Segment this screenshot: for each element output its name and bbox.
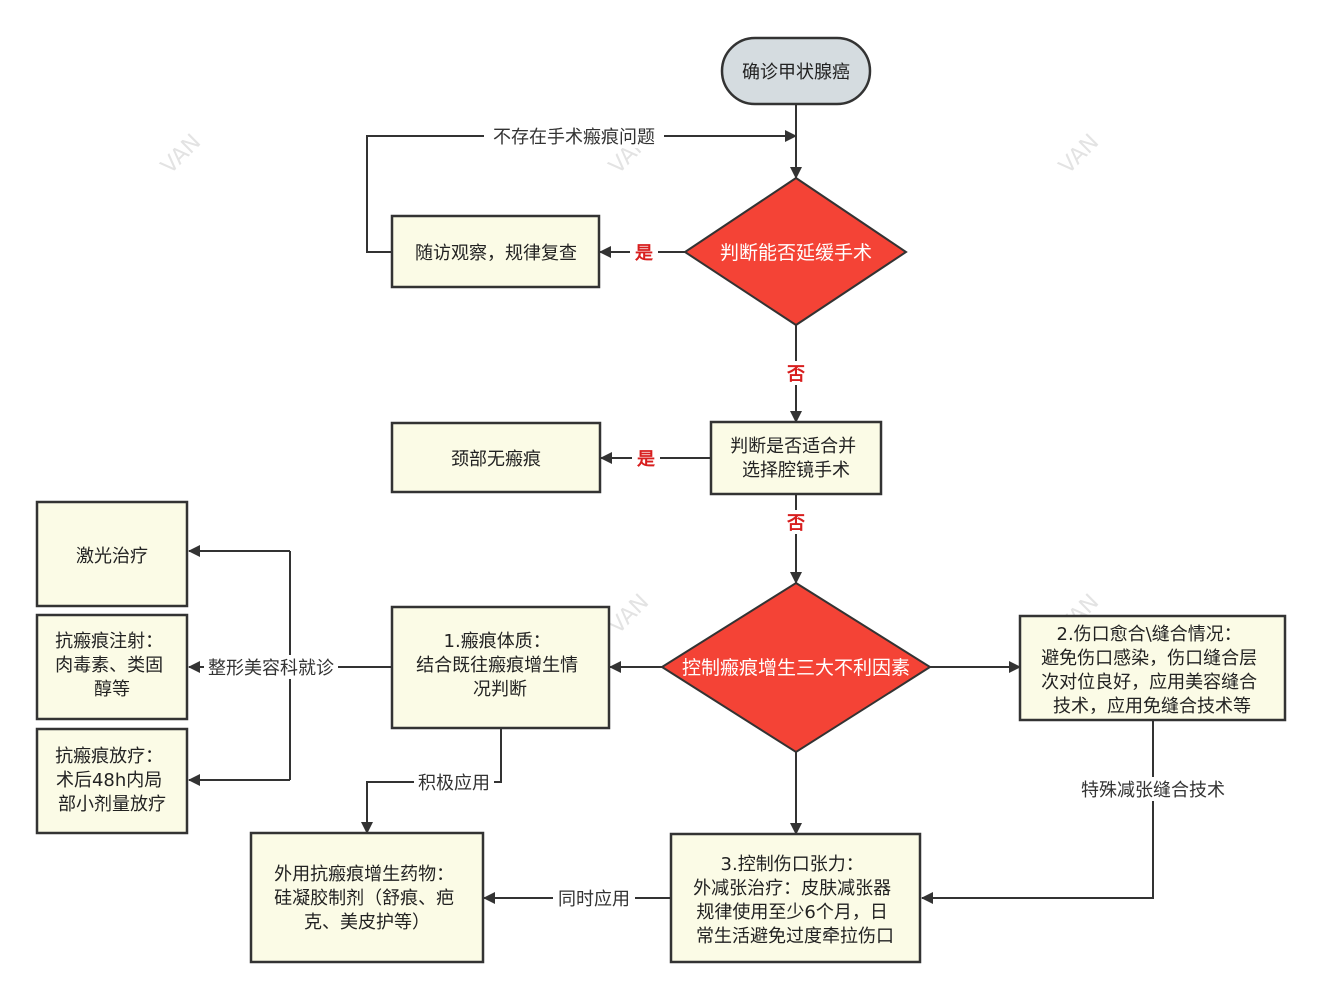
edge-label-bg (484, 124, 664, 148)
node-followup-label: 随访观察，规律复查 (415, 243, 577, 264)
laparoscopy-box-shape (709, 420, 883, 496)
node-topical-label: 外用抗瘢痕增生药物： 硅凝胶制剂（舒痕、疤 克、美皮护等） (274, 864, 460, 933)
node-constitution: 1.瘢痕体质： 结合既往瘢痕增生情 况判断 (390, 605, 611, 730)
node-radiotherapy-line: 抗瘢痕放疗： (55, 746, 163, 767)
node-no-scar-label: 颈部无瘢痕 (451, 449, 541, 470)
node-start-label: 确诊甲状腺癌 (742, 62, 850, 83)
edge-label-yes-1: 是 (634, 243, 653, 264)
node-decision1-label: 判断能否延缓手术 (720, 242, 872, 264)
edge-label-bg (632, 446, 660, 470)
node-wound-healing-line: 2.伤口愈合\缝合情况： (1057, 624, 1242, 645)
node-wound-healing-line: 避免伤口感染，伤口缝合层 (1041, 648, 1257, 669)
edge-label-active-use: 积极应用 (418, 773, 490, 794)
edge-label-simultaneous-use: 同时应用 (558, 889, 630, 910)
node-laparoscopy-line: 判断是否适合并 (730, 436, 856, 457)
node-no-scar: 颈部无瘢痕 (390, 421, 602, 494)
node-radiotherapy-label: 抗瘢痕放疗： 术后48h内局 部小剂量放疗 (55, 746, 169, 815)
constitution-box-shape (390, 605, 611, 730)
node-injection-line: 醇等 (94, 679, 130, 700)
node-topical-line: 硅凝胶制剂（舒痕、疤 (274, 888, 454, 909)
node-decision-three-factors: 控制瘢痕增生三大不利因素 (660, 581, 932, 754)
node-decision1-line: 判断能否延缓手术 (720, 242, 872, 264)
node-topical-line: 克、美皮护等） (304, 912, 430, 933)
edge-label-bg (782, 510, 810, 534)
node-radiotherapy: 抗瘢痕放疗： 术后48h内局 部小剂量放疗 (35, 727, 189, 835)
edge-label-bg (553, 886, 635, 910)
factors-diamond-shape (660, 581, 932, 754)
edge-label-special-tension: 特殊减张缝合技术 (1081, 780, 1225, 801)
edge-label-bg (782, 361, 810, 385)
node-tension-line: 规律使用至少6个月，日 (696, 902, 887, 923)
edge-label-yes-2: 是 (636, 449, 655, 470)
injection-box-shape (35, 613, 189, 721)
node-laparoscopy-line: 选择腔镜手术 (742, 460, 850, 481)
no-scar-box-shape (390, 421, 602, 494)
node-three-factors-line: 控制瘢痕增生三大不利因素 (682, 657, 910, 679)
node-injection-label: 抗瘢痕注射： 肉毒素、类固 醇等 (55, 631, 169, 700)
node-topical: 外用抗瘢痕增生药物： 硅凝胶制剂（舒痕、疤 克、美皮护等） (249, 831, 485, 964)
node-tension-line: 外减张治疗：皮肤减张器 (693, 878, 891, 899)
topical-box-shape (249, 831, 485, 964)
node-radiotherapy-line: 部小剂量放疗 (58, 794, 166, 815)
node-constitution-line: 况判断 (473, 679, 527, 700)
edge-label-bg (414, 770, 494, 794)
watermark: VAN (1055, 130, 1105, 180)
node-laser: 激光治疗 (35, 500, 189, 608)
node-injection-line: 抗瘢痕注射： (55, 631, 163, 652)
tension-box-shape (669, 832, 922, 964)
edge-wound-tension (921, 721, 1154, 904)
node-no-scar-line: 颈部无瘢痕 (451, 449, 541, 470)
node-laser-label: 激光治疗 (76, 546, 148, 567)
laser-box-shape (35, 500, 189, 608)
node-wound-healing-line: 技术，应用免缝合技术等 (1053, 696, 1251, 717)
watermark: VAN (605, 590, 655, 640)
node-start-line: 确诊甲状腺癌 (742, 62, 850, 83)
watermarks: VAN VAN VAN VAN VAN (157, 130, 1105, 640)
node-wound-healing: 2.伤口愈合\缝合情况： 避免伤口感染，伤口缝合层 次对位良好，应用美容缝合 技… (1018, 614, 1287, 722)
node-tension-label: 3.控制伤口张力： 外减张治疗：皮肤减张器 规律使用至少6个月，日 常生活避免过… (693, 854, 897, 947)
followup-box-shape (390, 214, 601, 289)
decision-diamond-shape (683, 176, 908, 327)
node-laser-line: 激光治疗 (76, 546, 148, 567)
edge-label-plastic-surgery: 整形美容科就诊 (208, 658, 334, 679)
node-wound-healing-line: 次对位良好，应用美容缝合 (1041, 672, 1257, 693)
edge-labels: 不存在手术瘢痕问题 是 否 是 否 整形美容科就诊 积极应用 同时应用 特殊减张… (204, 124, 1234, 910)
node-tension-line: 常生活避免过度牵拉伤口 (696, 926, 894, 947)
node-followup: 随访观察，规律复查 (390, 214, 601, 289)
node-wound-healing-label: 2.伤口愈合\缝合情况： 避免伤口感染，伤口缝合层 次对位良好，应用美容缝合 技… (1041, 624, 1263, 717)
node-laparoscopy-label: 判断是否适合并 选择腔镜手术 (730, 436, 862, 481)
edge-label-bg (630, 240, 658, 264)
node-tension-line: 3.控制伤口张力： (721, 854, 864, 875)
node-start: 确诊甲状腺癌 (720, 36, 872, 106)
node-tension: 3.控制伤口张力： 外减张治疗：皮肤减张器 规律使用至少6个月，日 常生活避免过… (669, 832, 922, 964)
node-laparoscopy: 判断是否适合并 选择腔镜手术 (709, 420, 883, 496)
node-three-factors-label: 控制瘢痕增生三大不利因素 (682, 657, 910, 679)
edge-label-no-1: 否 (786, 364, 805, 385)
radiotherapy-box-shape (35, 727, 189, 835)
wound-healing-box-shape (1018, 614, 1287, 722)
node-radiotherapy-line: 术后48h内局 (56, 770, 162, 791)
watermark: VAN (157, 130, 207, 180)
edge-label-no-scar-issue: 不存在手术瘢痕问题 (493, 127, 655, 148)
edge-label-bg (1072, 777, 1234, 801)
edge-label-no-2: 否 (786, 513, 805, 534)
start-terminal-shape (720, 36, 872, 106)
node-constitution-line: 1.瘢痕体质： (444, 631, 551, 652)
edges (188, 104, 1154, 904)
node-topical-line: 外用抗瘢痕增生药物： (274, 864, 454, 885)
edge-label-bg (204, 655, 338, 679)
node-injection: 抗瘢痕注射： 肉毒素、类固 醇等 (35, 613, 189, 721)
node-decision-delay-surgery: 判断能否延缓手术 (683, 176, 908, 327)
node-injection-line: 肉毒素、类固 (55, 655, 163, 676)
node-constitution-label: 1.瘢痕体质： 结合既往瘢痕增生情 况判断 (416, 631, 584, 700)
node-followup-line: 随访观察，规律复查 (415, 243, 577, 264)
node-constitution-line: 结合既往瘢痕增生情 (416, 655, 578, 676)
